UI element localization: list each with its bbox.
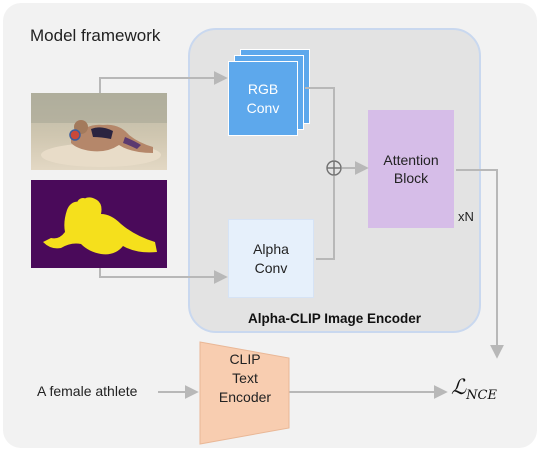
nce-loss-label: ℒNCE bbox=[451, 375, 497, 403]
clip-text-encoder-block bbox=[199, 341, 290, 445]
diagram-title: Model framework bbox=[30, 26, 161, 45]
attention-block-label: Attention Block bbox=[383, 151, 439, 186]
alpha-conv-label: Alpha Conv bbox=[253, 241, 289, 276]
clip-text-encoder-label: CLIP Text Encoder bbox=[218, 351, 272, 405]
alpha-conv-block: Alpha Conv bbox=[228, 219, 314, 298]
mask-to-alpha-arrow bbox=[99, 268, 228, 284]
rgb-conv-label: RGB Conv bbox=[246, 81, 280, 116]
rgb-conv-block: RGB Conv bbox=[228, 61, 298, 136]
attention-block: Attention Block bbox=[368, 110, 454, 228]
image-encoder-label: Alpha-CLIP Image Encoder bbox=[247, 311, 422, 326]
alpha-to-fusion-line bbox=[316, 176, 335, 260]
repeat-count-label: xN bbox=[458, 209, 474, 224]
input-photo bbox=[31, 93, 167, 170]
attention-to-loss-arrow bbox=[456, 169, 504, 359]
rgb-to-fusion-line bbox=[305, 87, 335, 160]
alpha-mask-image bbox=[31, 180, 167, 268]
fusion-symbol bbox=[326, 160, 342, 176]
loss-symbol: ℒ bbox=[451, 375, 467, 399]
text-caption-input: A female athlete bbox=[37, 383, 138, 399]
loss-subscript: NCE bbox=[466, 388, 497, 404]
photo-to-rgb-arrow bbox=[99, 71, 228, 93]
